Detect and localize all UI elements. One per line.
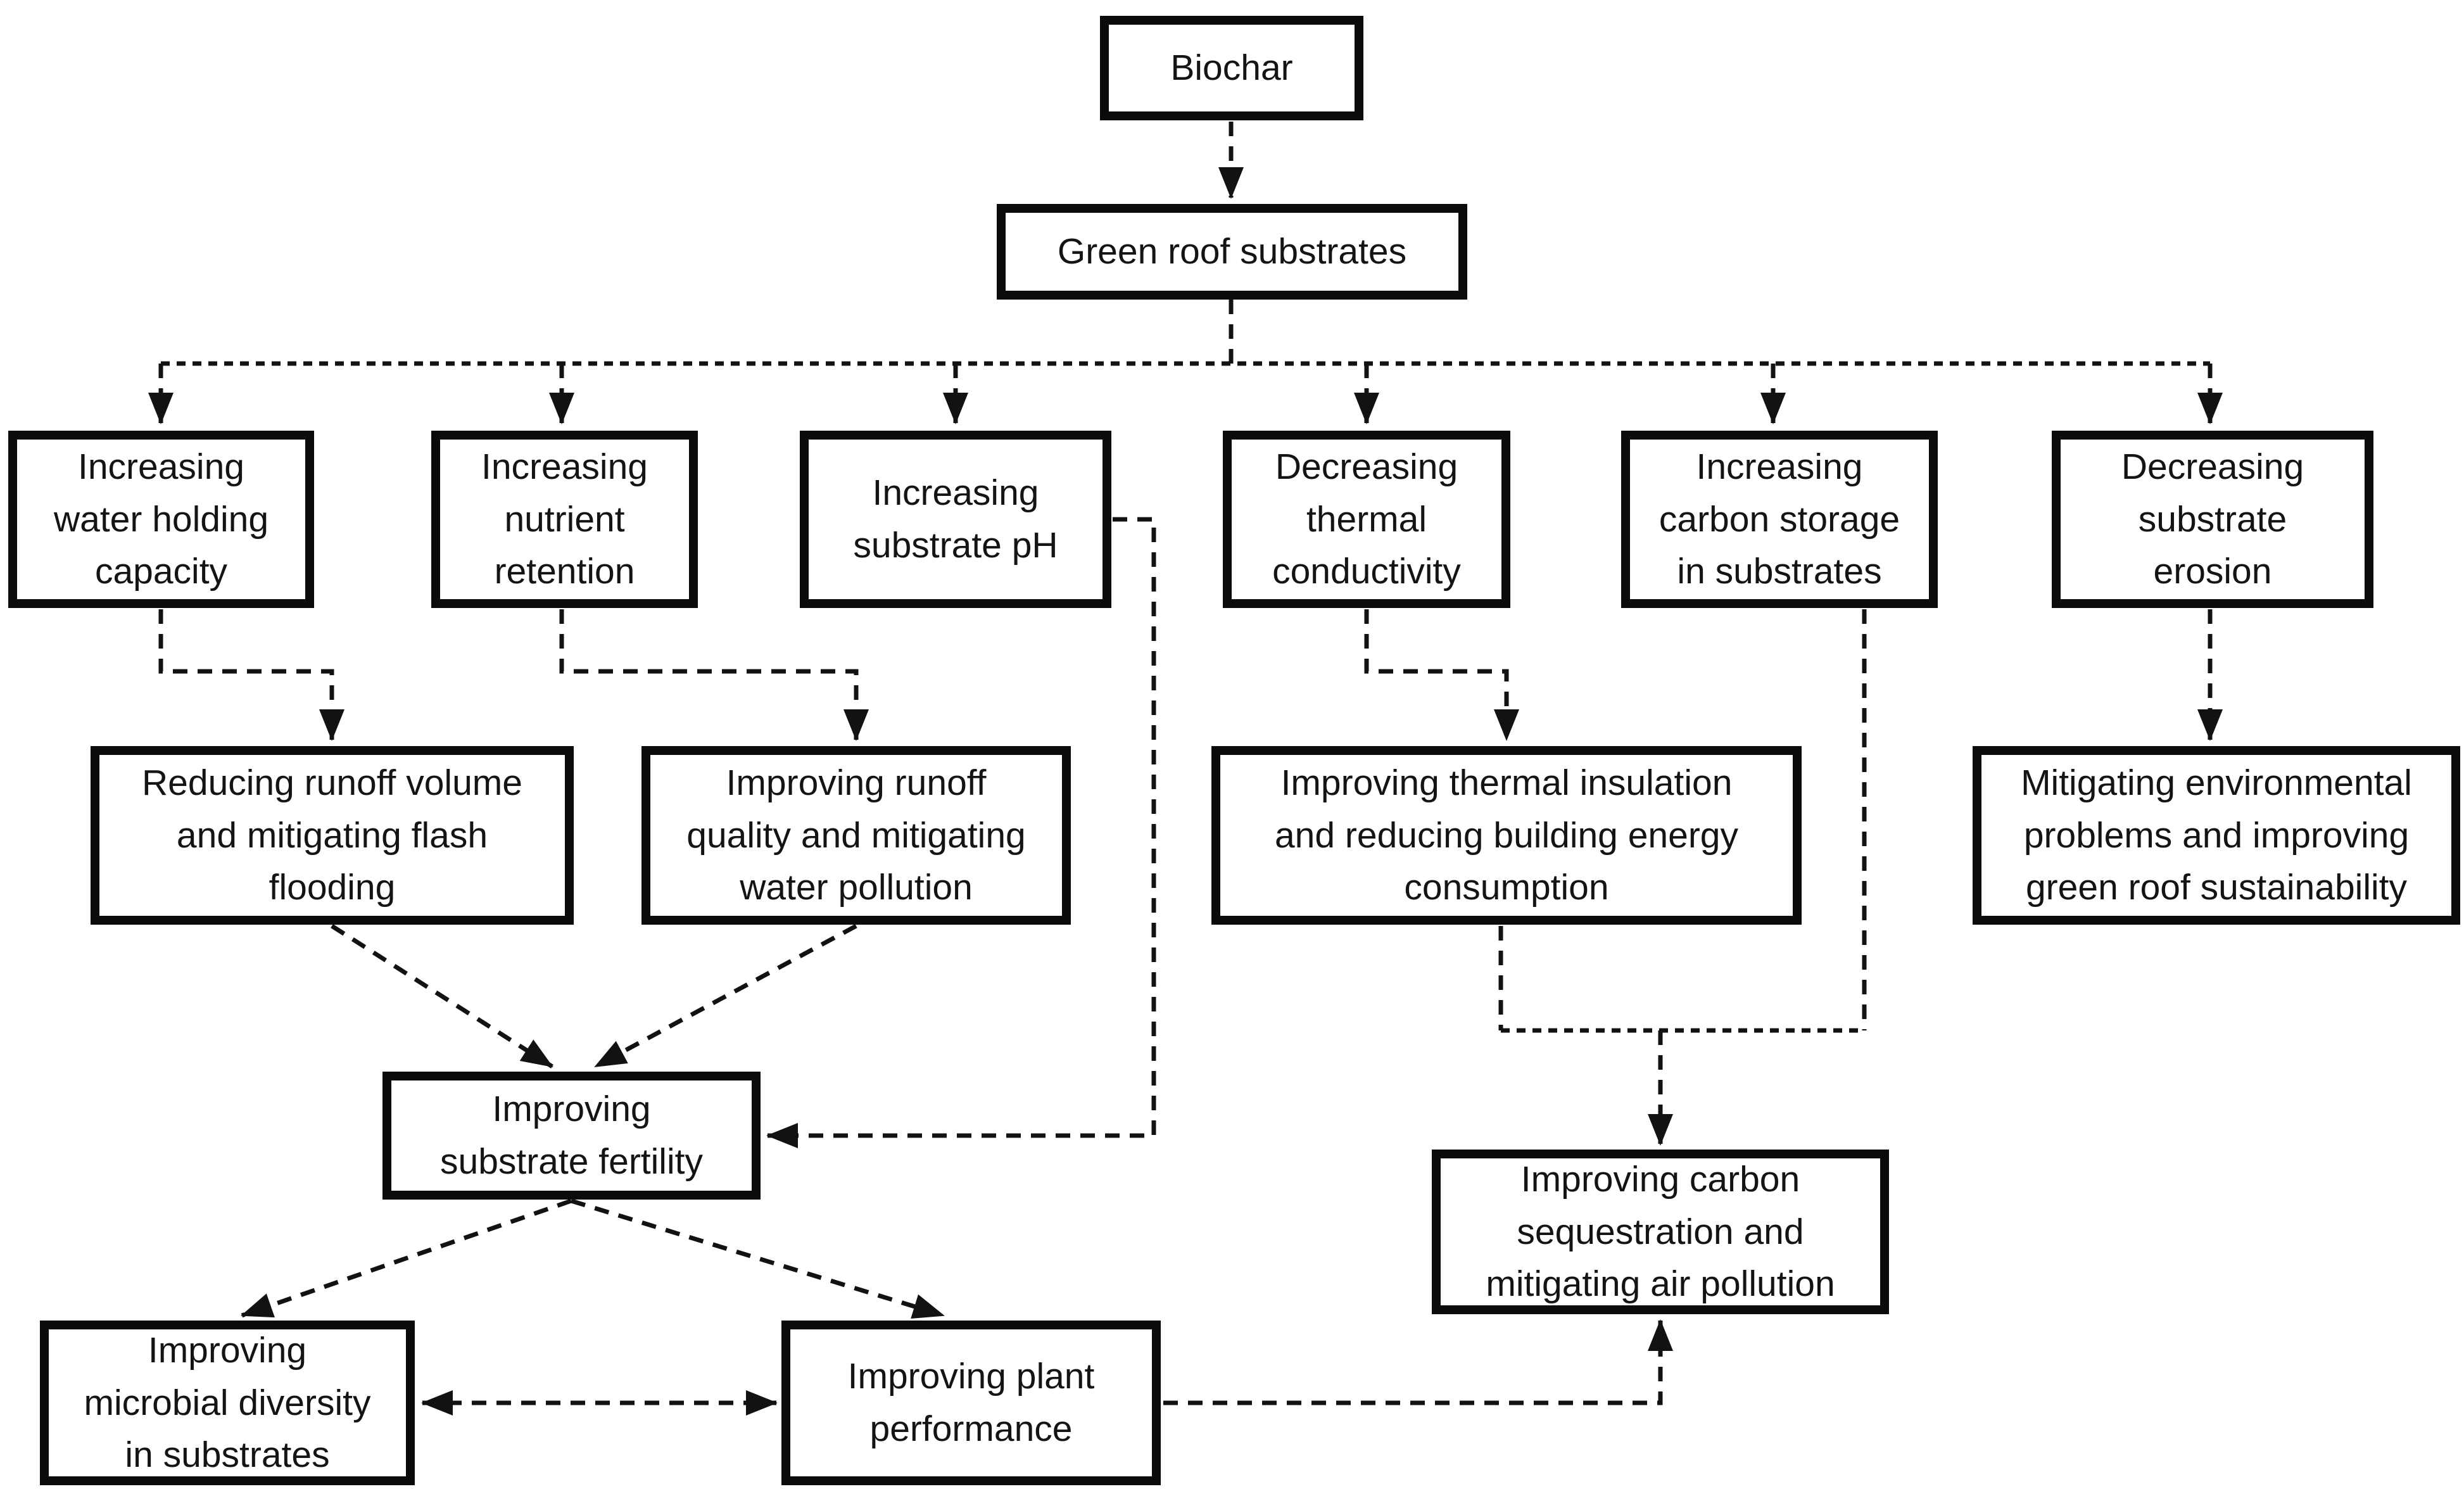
edge-thermal-conductivity-to-thermal-insulation — [1364, 609, 1519, 741]
node-improving-thermal-insulation: Improving thermal insulation and reducin… — [1211, 746, 1802, 925]
node-improving-carbon-sequestration: Improving carbon sequestration and mitig… — [1432, 1150, 1889, 1314]
node-decreasing-thermal-conductivity: Decreasing thermal conductivity — [1223, 431, 1510, 608]
node-improving-substrate-fertility: Improving substrate fertility — [382, 1072, 761, 1200]
node-decreasing-substrate-erosion: Decreasing substrate erosion — [2052, 431, 2373, 608]
edge-plant-performance-to-carbon-sequestration — [1163, 1319, 1673, 1405]
edge-water-holding-to-runoff-volume — [158, 609, 344, 741]
node-increasing-water-holding-capacity: Increasing water holding capacity — [8, 431, 314, 608]
node-increasing-nutrient-retention: Increasing nutrient retention — [431, 431, 698, 608]
edge-runoff-volume-to-fertility — [331, 924, 553, 1068]
node-improving-microbial-diversity: Improving microbial diversity in substra… — [40, 1321, 415, 1485]
edge-fertility-to-microbial-diversity — [241, 1198, 572, 1318]
node-increasing-carbon-storage: Increasing carbon storage in substrates — [1621, 431, 1938, 608]
node-green-roof-substrates: Green roof substrates — [997, 204, 1467, 300]
node-increasing-substrate-ph: Increasing substrate pH — [800, 431, 1111, 608]
edge-runoff-quality-to-fertility — [594, 923, 857, 1069]
node-reducing-runoff-volume: Reducing runoff volume and mitigating fl… — [91, 746, 574, 925]
edge-fertility-to-plant-performance — [570, 1198, 945, 1319]
node-improving-plant-performance: Improving plant performance — [781, 1321, 1161, 1485]
edge-substrate-ph-to-fertility — [766, 517, 1156, 1148]
node-improving-runoff-quality: Improving runoff quality and mitigating … — [641, 746, 1071, 925]
edge-nutrient-retention-to-runoff-quality — [559, 609, 869, 741]
node-mitigating-environmental-problems: Mitigating environmental problems and im… — [1973, 746, 2460, 925]
node-biochar: Biochar — [1100, 16, 1363, 120]
